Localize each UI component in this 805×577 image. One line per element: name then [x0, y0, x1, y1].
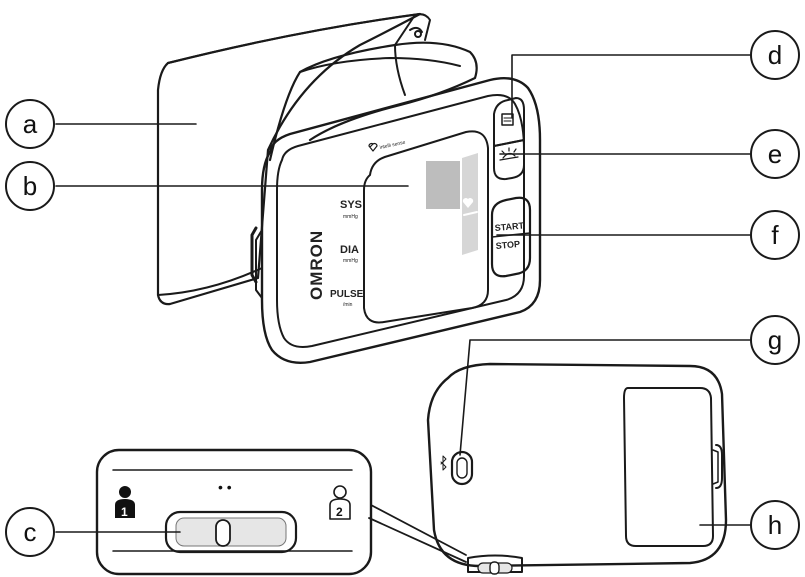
bluetooth-button[interactable]	[450, 450, 474, 486]
callout-e-label: e	[768, 139, 782, 169]
user-select-switch[interactable]	[164, 510, 298, 554]
start-label: START	[494, 220, 525, 233]
heart-icon	[462, 198, 474, 208]
callout-e: e	[750, 129, 800, 179]
callout-d: d	[750, 30, 800, 80]
main-unit: intelli sense SYS mmHg DIA mmHg PULSE /m…	[250, 77, 542, 364]
user2-icon: 2	[329, 485, 351, 520]
dia-unit: mmHg	[343, 258, 358, 264]
user2-number: 2	[336, 505, 343, 519]
stop-label: STOP	[495, 239, 520, 251]
callout-a: a	[5, 99, 55, 149]
pulse-unit: /min	[343, 302, 353, 308]
callout-f: f	[750, 210, 800, 260]
intellisense-text: intelli sense	[379, 140, 406, 151]
callout-g: g	[750, 315, 800, 365]
callout-lines	[55, 54, 753, 533]
callout-h-label: h	[768, 510, 782, 540]
callout-c-label: c	[24, 517, 37, 547]
bluetooth-icon	[440, 455, 447, 471]
back-unit	[426, 362, 728, 575]
intellisense-logo: intelli sense	[368, 140, 406, 152]
user-switch-inset: 1 2 • •	[95, 448, 467, 576]
callout-f-label: f	[771, 220, 779, 250]
pulse-label: PULSE	[330, 289, 364, 300]
user1-icon: 1	[115, 486, 135, 519]
callout-b-label: b	[23, 171, 37, 201]
omron-brand: OMRON	[307, 230, 326, 300]
callout-g-label: g	[768, 325, 782, 355]
start-stop-button[interactable]: START STOP	[490, 196, 532, 278]
sys-unit: mmHg	[343, 214, 358, 220]
callout-a-label: a	[23, 109, 38, 139]
back-user-switch[interactable]	[467, 554, 523, 575]
cuff	[156, 12, 478, 306]
callout-b: b	[5, 161, 55, 211]
sys-label: SYS	[340, 199, 362, 211]
dia-label: DIA	[340, 244, 359, 256]
callout-d-label: d	[768, 40, 782, 70]
memory-icon	[501, 113, 514, 126]
battery-cover	[623, 387, 714, 547]
memory-button[interactable]	[493, 97, 525, 147]
callout-c: c	[5, 507, 55, 557]
lcd-segment-sys	[426, 161, 460, 209]
morning-hypertension-button[interactable]	[493, 139, 525, 181]
user1-number: 1	[121, 505, 128, 519]
callout-h: h	[750, 500, 800, 550]
switch-indicator-dots: • •	[218, 479, 232, 495]
